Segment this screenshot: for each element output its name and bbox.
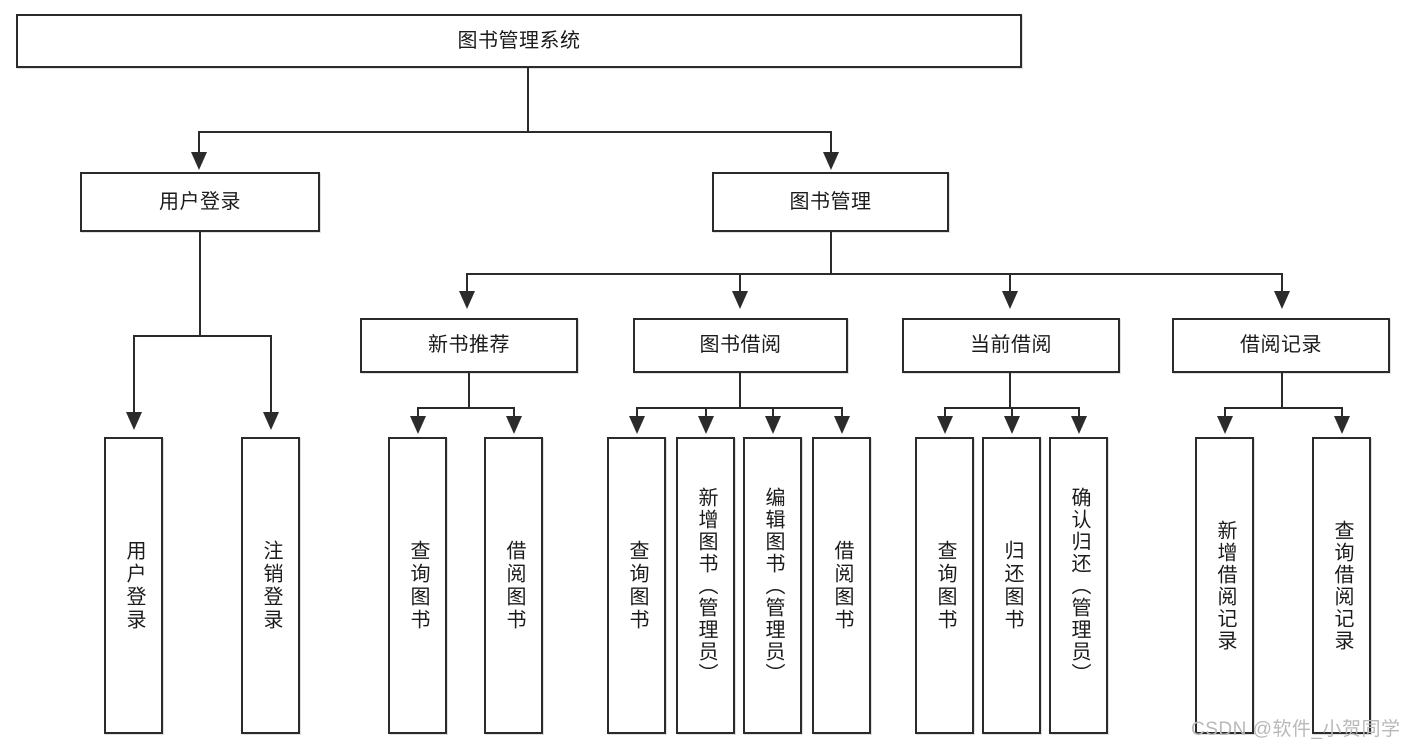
connector-book-mgmt-bar: [466, 273, 1281, 275]
node-label: 图书管理: [789, 190, 872, 213]
arrow-root-to-user-login: [191, 152, 207, 170]
connector-user-login-child-2: [270, 335, 272, 415]
connector-borrow-record-child-1: [1224, 407, 1226, 419]
connector-root-to-user-login: [198, 131, 200, 156]
node-new-book-recommend[interactable]: 新书推荐: [360, 318, 578, 373]
connector-current-borrow-stem: [1009, 373, 1011, 408]
csdn-watermark: CSDN @软件_小贺同学: [1191, 719, 1401, 740]
node-label: 当前借阅: [970, 334, 1052, 356]
leaf-query-book-current[interactable]: 查询图书: [915, 437, 974, 734]
connector-root-stem: [527, 68, 529, 132]
arrow-book-borrow-child-3: [765, 416, 781, 434]
node-book-management[interactable]: 图书管理: [712, 172, 949, 232]
node-label: 查询图书: [407, 539, 429, 632]
connector-current-borrow-child-1: [944, 407, 946, 419]
connector-borrow-record-stem: [1281, 373, 1283, 408]
connector-current-borrow-child-2: [1011, 407, 1013, 419]
connector-current-borrow-child-3: [1078, 407, 1080, 419]
node-label: 查询图书: [934, 539, 956, 632]
node-label: 查询图书: [626, 539, 648, 632]
node-label: 借阅记录: [1240, 334, 1322, 356]
leaf-add-book-admin[interactable]: 新增图书（管理员）: [676, 437, 735, 734]
connector-book-borrow-stem: [739, 373, 741, 408]
arrow-current-borrow-child-3: [1071, 416, 1087, 434]
leaf-add-borrow-record[interactable]: 新增借阅记录: [1195, 437, 1254, 734]
node-current-borrow[interactable]: 当前借阅: [902, 318, 1120, 373]
connector-book-borrow-child-2: [705, 407, 707, 419]
node-label: 用户登录: [123, 539, 145, 632]
connector-book-borrow-bar: [636, 407, 843, 409]
arrow-book-borrow-child-1: [629, 416, 645, 434]
arrow-book-borrow-child-2: [698, 416, 714, 434]
connector-book-mgmt-child-4: [1281, 273, 1283, 295]
connector-user-login-stem: [199, 232, 201, 336]
connector-new-book-child-1: [417, 407, 419, 419]
arrow-book-mgmt-child-1: [459, 291, 475, 309]
arrow-new-book-child-1: [410, 416, 426, 434]
node-label: 确认归还（管理员）: [1068, 486, 1090, 685]
connector-book-borrow-child-3: [772, 407, 774, 419]
leaf-borrow-book-new[interactable]: 借阅图书: [484, 437, 543, 734]
arrow-borrow-record-child-2: [1334, 416, 1350, 434]
leaf-logout[interactable]: 注销登录: [241, 437, 300, 734]
arrow-book-mgmt-child-3: [1002, 291, 1018, 309]
leaf-query-book-borrow[interactable]: 查询图书: [607, 437, 666, 734]
node-user-login[interactable]: 用户登录: [80, 172, 320, 232]
node-label: 归还图书: [1001, 539, 1023, 632]
node-label: 图书管理系统: [457, 29, 581, 52]
leaf-edit-book-admin[interactable]: 编辑图书（管理员）: [743, 437, 802, 734]
leaf-borrow-book[interactable]: 借阅图书: [812, 437, 871, 734]
connector-borrow-record-bar: [1224, 407, 1341, 409]
arrow-book-mgmt-child-4: [1274, 291, 1290, 309]
node-label: 新增借阅记录: [1214, 519, 1236, 652]
arrow-book-mgmt-child-2: [732, 291, 748, 309]
connector-book-mgmt-child-2: [739, 273, 741, 295]
connector-root-to-book-mgmt: [830, 131, 832, 156]
arrow-new-book-child-2: [506, 416, 522, 434]
node-label: 图书借阅: [699, 334, 782, 356]
connector-user-login-bar: [133, 335, 272, 337]
arrow-borrow-record-child-1: [1217, 416, 1233, 434]
connector-root-bar: [198, 131, 832, 133]
connector-book-mgmt-stem: [830, 232, 832, 274]
connector-new-book-child-2: [513, 407, 515, 419]
connector-book-borrow-child-4: [841, 407, 843, 419]
node-label: 借阅图书: [831, 539, 853, 632]
arrow-root-to-book-mgmt: [823, 152, 839, 170]
connector-user-login-child-1: [133, 335, 135, 415]
node-borrow-record[interactable]: 借阅记录: [1172, 318, 1390, 373]
node-root-book-management-system[interactable]: 图书管理系统: [16, 14, 1022, 68]
connector-new-book-stem: [468, 373, 470, 408]
connector-new-book-bar: [417, 407, 514, 409]
leaf-query-book-new[interactable]: 查询图书: [388, 437, 447, 734]
connector-book-mgmt-child-3: [1009, 273, 1011, 295]
node-label: 新增图书（管理员）: [695, 486, 717, 685]
arrow-current-borrow-child-2: [1004, 416, 1020, 434]
leaf-user-login[interactable]: 用户登录: [104, 437, 163, 734]
arrow-book-borrow-child-4: [834, 416, 850, 434]
node-label: 用户登录: [159, 190, 241, 213]
arrow-current-borrow-child-1: [937, 416, 953, 434]
node-label: 借阅图书: [503, 539, 525, 632]
node-label: 编辑图书（管理员）: [762, 486, 784, 685]
leaf-return-book[interactable]: 归还图书: [982, 437, 1041, 734]
node-label: 注销登录: [260, 539, 282, 632]
leaf-confirm-return-admin[interactable]: 确认归还（管理员）: [1049, 437, 1108, 734]
leaf-query-borrow-record[interactable]: 查询借阅记录: [1312, 437, 1371, 734]
connector-borrow-record-child-2: [1341, 407, 1343, 419]
connector-book-mgmt-child-1: [466, 273, 468, 295]
node-book-borrow[interactable]: 图书借阅: [633, 318, 848, 373]
node-label: 新书推荐: [428, 334, 510, 356]
node-label: 查询借阅记录: [1331, 519, 1353, 652]
arrow-user-login-child-2: [263, 412, 279, 430]
connector-book-borrow-child-1: [636, 407, 638, 419]
arrow-user-login-child-1: [126, 412, 142, 430]
